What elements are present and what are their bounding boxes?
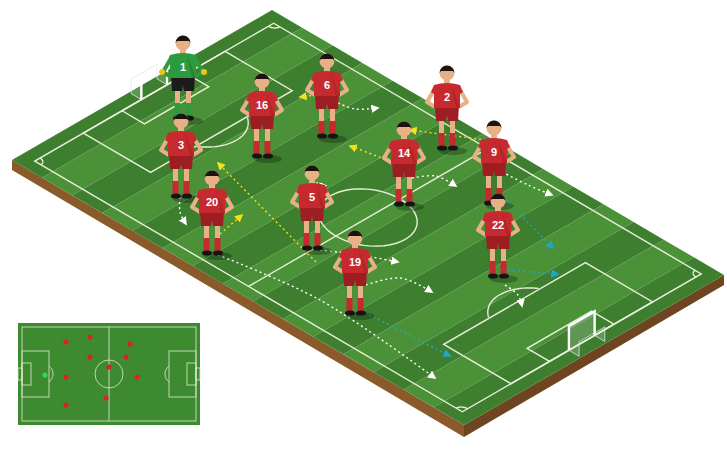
movement-arrow bbox=[218, 255, 435, 378]
goalkeeper-figure bbox=[159, 36, 207, 126]
movement-arrow bbox=[412, 176, 456, 186]
player-figure bbox=[474, 121, 514, 211]
player-figure bbox=[192, 171, 232, 261]
jersey-number: 2 bbox=[444, 92, 450, 103]
grass-stripe bbox=[434, 257, 724, 425]
jersey-number: 20 bbox=[206, 197, 218, 208]
jersey-number: 14 bbox=[398, 148, 410, 159]
jersey-number: 3 bbox=[178, 140, 184, 151]
player-figure bbox=[335, 231, 375, 321]
jersey-number: 6 bbox=[324, 80, 330, 91]
movement-arrow bbox=[366, 278, 432, 292]
jersey-number: 19 bbox=[349, 257, 361, 268]
movement-arrow bbox=[502, 172, 552, 195]
jersey-number: 22 bbox=[492, 220, 504, 231]
jersey-number: 9 bbox=[491, 147, 497, 158]
formation-minimap bbox=[18, 323, 200, 425]
player-figure bbox=[478, 194, 518, 284]
movement-arrow bbox=[505, 285, 522, 306]
movement-arrow bbox=[508, 270, 558, 274]
movement-arrow bbox=[338, 103, 378, 109]
player-figure bbox=[161, 114, 201, 204]
movement-arrow bbox=[410, 130, 486, 140]
player-figure bbox=[242, 74, 282, 164]
jersey-number: 1 bbox=[180, 62, 186, 73]
jersey-number: 5 bbox=[309, 192, 315, 203]
goal bbox=[131, 61, 167, 100]
player-figure bbox=[427, 66, 467, 156]
jersey-number: 16 bbox=[256, 100, 268, 111]
player-figure bbox=[307, 54, 347, 144]
player-figure bbox=[384, 122, 424, 212]
goal bbox=[569, 311, 605, 356]
grass-stripe bbox=[404, 240, 694, 408]
player-figure bbox=[292, 166, 332, 256]
